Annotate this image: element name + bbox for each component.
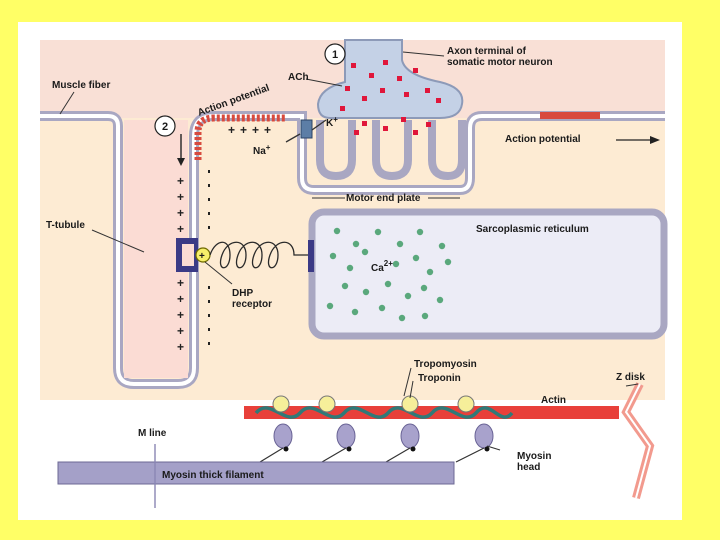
label-dhp-receptor-2: receptor [232, 299, 272, 310]
myosin-thick-filament [57, 461, 455, 485]
label-t-tubule: T-tubule [46, 220, 85, 231]
svg-text:+: + [264, 123, 271, 137]
label-z-disk: Z disk [616, 372, 645, 383]
ion-channel [285, 119, 327, 143]
svg-text:+: + [252, 123, 259, 137]
myosin-heads [259, 423, 494, 463]
svg-text:+: + [177, 292, 184, 306]
action-potential-band-right [540, 112, 600, 119]
svg-text:+: + [177, 190, 184, 204]
svg-text:+: + [177, 206, 184, 220]
label-myosin-thick-filament: Myosin thick filament [162, 470, 264, 481]
dhp-charge: + [199, 251, 205, 262]
svg-text:+: + [228, 123, 235, 137]
axon-terminal [316, 39, 464, 119]
leader-lines [59, 51, 639, 451]
label-m-line: M line [138, 428, 167, 439]
t-tubule-plus-signs: + + + + + + + + + + + + + [177, 123, 271, 354]
label-troponin: Troponin [418, 373, 461, 384]
svg-text:+: + [240, 123, 247, 137]
label-k-ion: K+ [326, 115, 338, 129]
svg-text:+: + [177, 324, 184, 338]
label-na-ion: Na+ [253, 143, 271, 157]
action-potential-band [194, 114, 286, 160]
svg-text:+: + [177, 222, 184, 236]
protein-linkage-coil [209, 241, 308, 269]
dhp-receptor-inner [182, 244, 194, 266]
label-axon-terminal-1: Axon terminal of [447, 46, 527, 57]
label-tropomyosin: Tropomyosin [414, 359, 477, 370]
svg-text:+: + [177, 340, 184, 354]
label-myosin-head-1: Myosin [517, 451, 551, 462]
sarcolemma-inner-line [40, 114, 665, 386]
svg-text:2: 2 [162, 121, 168, 133]
step-2-marker: 2 [154, 115, 176, 137]
label-action-potential-right: Action potential [505, 134, 581, 145]
label-motor-end-plate: Motor end plate [346, 193, 421, 204]
label-axon-terminal-2: somatic motor neuron [447, 57, 553, 68]
label-actin: Actin [541, 395, 566, 406]
calcium-ions [326, 227, 452, 322]
label-ca-ion: Ca2+ [371, 259, 393, 274]
label-myosin-head-2: head [517, 462, 540, 473]
label-sarcoplasmic-reticulum: Sarcoplasmic reticulum [476, 224, 589, 235]
troponin-complexes [272, 395, 475, 413]
ryanodine-channel [308, 240, 314, 272]
step-2-arrowhead [177, 158, 185, 166]
propagation-arrowhead [650, 136, 660, 144]
junctional-folds [316, 120, 466, 181]
label-muscle-fiber: Muscle fiber [52, 80, 110, 91]
svg-text:+: + [177, 174, 184, 188]
t-tubule-minus-signs [208, 170, 210, 345]
label-ach: ACh [288, 72, 309, 83]
svg-text:+: + [177, 276, 184, 290]
tropomyosin-strand [254, 406, 514, 419]
svg-text:+: + [177, 308, 184, 322]
z-disk-center [624, 383, 652, 499]
step-1-marker: 1 [324, 43, 346, 65]
svg-text:1: 1 [332, 49, 338, 61]
label-dhp-receptor-1: DHP [232, 288, 253, 299]
ach-vesicles [340, 60, 441, 135]
